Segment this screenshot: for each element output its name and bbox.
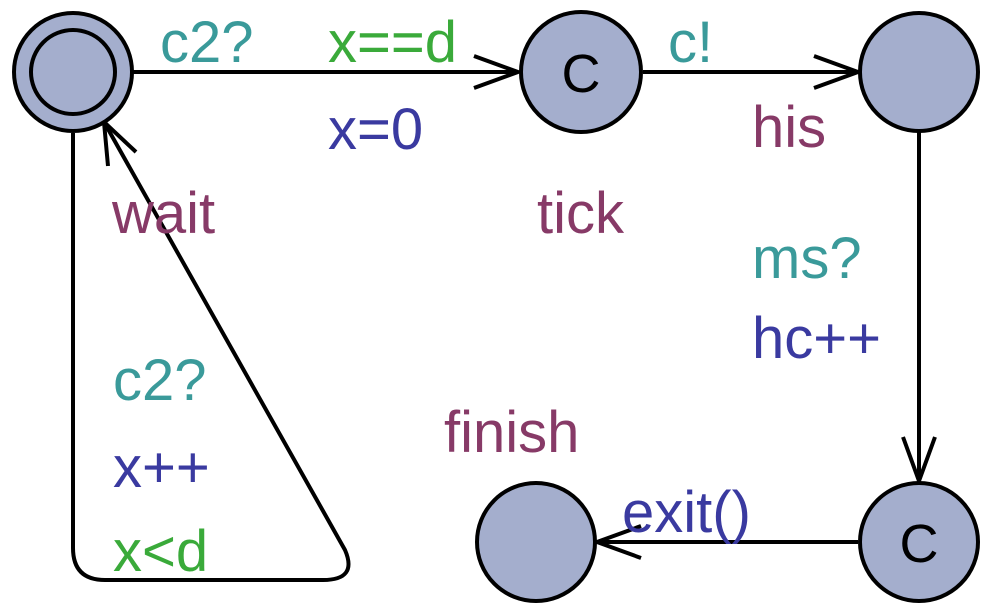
edge-update-label: x++	[113, 435, 210, 500]
location-tick[interactable]: C	[519, 10, 643, 134]
initial-marker-icon	[29, 28, 117, 116]
edge-wait-to-tick[interactable]	[133, 54, 520, 90]
location-his[interactable]	[858, 11, 980, 133]
edge-guard-label: x==d	[328, 10, 457, 75]
edge-line	[71, 121, 351, 582]
location-circle	[475, 481, 597, 603]
edge-sync-label: ms?	[752, 226, 862, 291]
edge-update-label: exit()	[622, 480, 751, 545]
location-name-tick: tick	[537, 181, 624, 246]
edge-sync-label: c!	[668, 10, 714, 75]
edge-sync-label: c2?	[113, 348, 207, 413]
location-circle	[858, 11, 980, 133]
location-circle	[519, 10, 643, 134]
arrowhead-icon	[473, 54, 520, 90]
edge-guard-label: x<d	[113, 519, 209, 584]
edge-update-label: hc++	[752, 306, 881, 371]
committed-mark: C	[562, 44, 601, 104]
edge-his-to-exit[interactable]	[901, 131, 937, 483]
edge-update-label: x=0	[328, 97, 424, 162]
location-circle	[858, 481, 980, 603]
location-name-finish: finish	[444, 400, 580, 465]
arrowhead-icon	[102, 120, 138, 167]
location-exit[interactable]: C	[858, 481, 980, 603]
location-name-his: his	[752, 95, 827, 160]
location-name-wait: wait	[112, 181, 216, 246]
edge-sync-label: c2?	[160, 10, 254, 75]
location-finish[interactable]	[475, 481, 597, 603]
location-wait[interactable]	[12, 11, 134, 133]
committed-mark: C	[900, 514, 939, 574]
